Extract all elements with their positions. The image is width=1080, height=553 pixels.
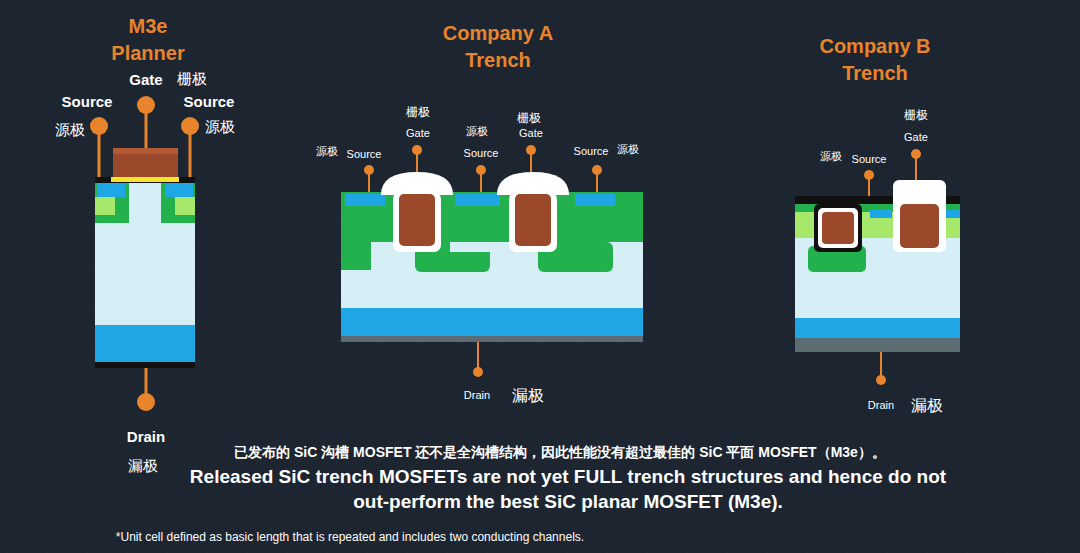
terminal-name: Source — [574, 145, 609, 158]
terminal-name: Drain — [127, 428, 165, 446]
terminal-name: Gate — [904, 131, 928, 144]
terminal-name: Source — [852, 153, 887, 166]
terminal-name: 栅极 — [517, 111, 541, 125]
figure-title: M3e Planner — [93, 13, 203, 67]
terminal-name: Source — [184, 93, 235, 111]
terminal-name: Source — [62, 93, 113, 111]
terminal-name: 源极 — [205, 118, 235, 136]
terminal-name: 源极 — [316, 145, 338, 158]
terminal-name: 漏极 — [128, 457, 158, 475]
chinese-statement: 已发布的 SiC 沟槽 MOSFET 还不是全沟槽结构，因此性能没有超过最佳的 … — [234, 444, 886, 461]
terminal-name: Source — [464, 147, 499, 160]
terminal-name: 漏极 — [512, 386, 544, 405]
terminal-name: Drain — [464, 389, 490, 402]
company-b-cross-section — [795, 149, 960, 385]
caption: Released SiC trench MOSFETs are not yet … — [178, 465, 958, 514]
terminal-name: 漏极 — [911, 396, 943, 415]
terminal-name: Drain — [868, 399, 894, 412]
terminal-name: Gate — [519, 127, 543, 140]
terminal-name: 栅极 — [904, 108, 928, 122]
terminal-name: Gate — [129, 71, 162, 89]
footnote: *Unit cell defined as basic length that … — [116, 530, 584, 544]
terminal-name: 源极 — [820, 150, 842, 163]
terminal-name: Source — [347, 148, 382, 161]
m3e-cross-section — [90, 96, 199, 411]
figure-title: Company B Trench — [805, 33, 945, 87]
terminal-name: 源极 — [466, 125, 488, 138]
company-a-cross-section — [341, 145, 643, 377]
terminal-name: Gate — [406, 127, 430, 140]
terminal-name: 源极 — [617, 143, 639, 156]
terminal-name: 栅极 — [177, 70, 207, 88]
terminal-name: 栅极 — [406, 105, 430, 119]
terminal-name: 源极 — [55, 121, 85, 139]
figure-title: Company A Trench — [428, 20, 568, 74]
